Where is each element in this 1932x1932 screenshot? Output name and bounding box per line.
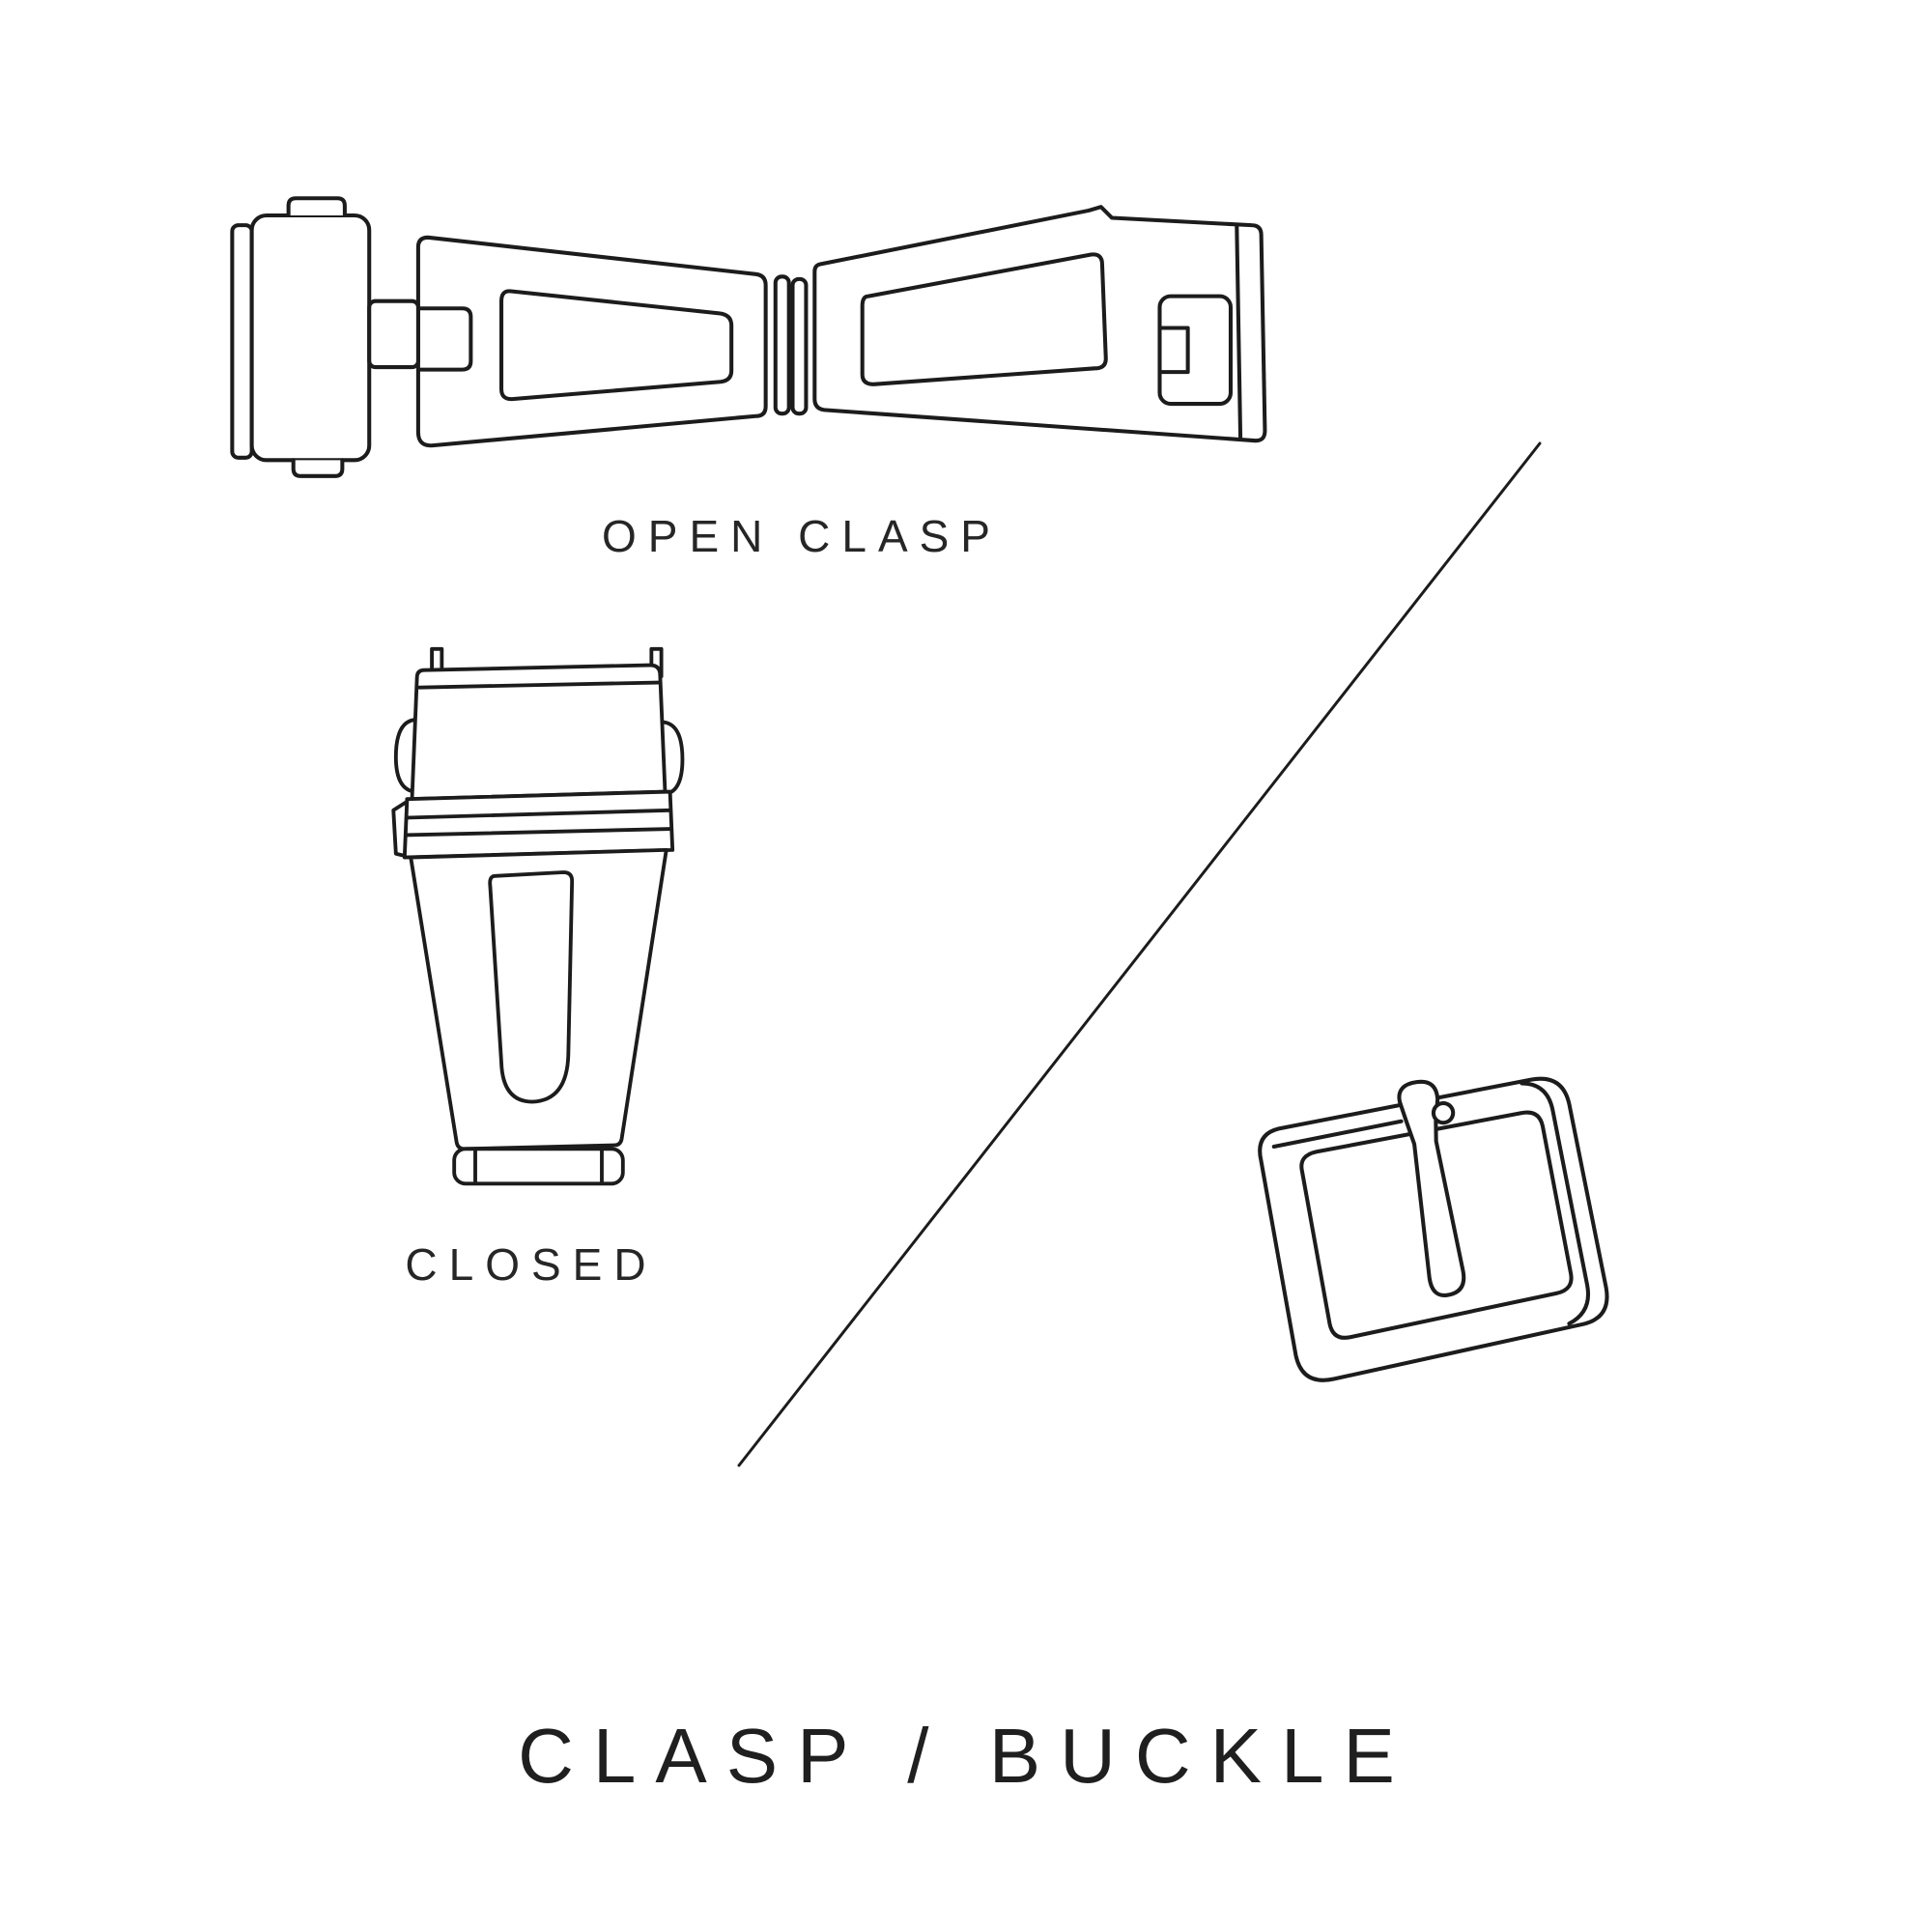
- diagram-title: CLASP / BUCKLE: [518, 1713, 1414, 1799]
- tang-buckle-illustration: [1258, 1076, 1609, 1382]
- closed-clasp-label: CLOSED: [405, 1239, 658, 1290]
- open-clasp-label: OPEN CLASP: [602, 511, 1002, 561]
- open-clasp-illustration: [230, 196, 1267, 478]
- closed-clasp-illustration: [391, 646, 685, 1186]
